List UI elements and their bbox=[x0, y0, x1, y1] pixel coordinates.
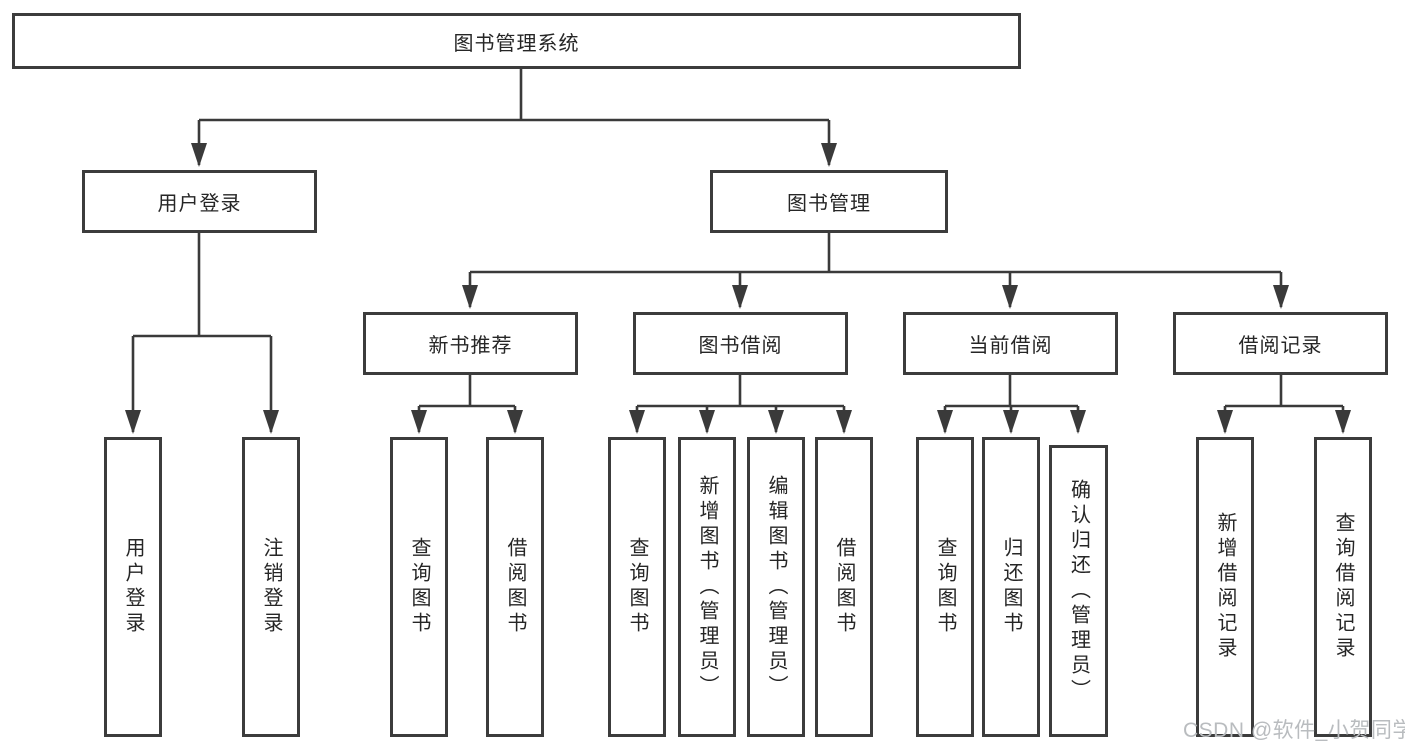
leaf-logout: 注销登录 bbox=[242, 437, 300, 737]
node-library-management-system: 图书管理系统 bbox=[12, 13, 1021, 69]
leaf-add-borrow-record: 新增借阅记录 bbox=[1196, 437, 1254, 737]
leaf-query-borrow-record: 查询借阅记录 bbox=[1314, 437, 1372, 737]
csdn-watermark: CSDN @软件_小贺同学 bbox=[1183, 719, 1405, 742]
leaf-confirm-return-admin: 确认归还（管理员） bbox=[1049, 445, 1108, 737]
node-new-book-recommend: 新书推荐 bbox=[363, 312, 578, 375]
leaf-add-books-admin: 新增图书（管理员） bbox=[678, 437, 736, 737]
leaf-query-books-2: 查询图书 bbox=[608, 437, 666, 737]
node-book-management: 图书管理 bbox=[710, 170, 948, 233]
node-user-login: 用户登录 bbox=[82, 170, 317, 233]
leaf-borrow-books-2: 借阅图书 bbox=[815, 437, 873, 737]
node-current-borrow: 当前借阅 bbox=[903, 312, 1118, 375]
leaf-return-books: 归还图书 bbox=[982, 437, 1040, 737]
leaf-edit-books-admin: 编辑图书（管理员） bbox=[747, 437, 805, 737]
leaf-query-books-3: 查询图书 bbox=[916, 437, 974, 737]
node-book-borrow: 图书借阅 bbox=[633, 312, 848, 375]
leaf-borrow-books-1: 借阅图书 bbox=[486, 437, 544, 737]
node-borrow-records: 借阅记录 bbox=[1173, 312, 1388, 375]
leaf-query-books-1: 查询图书 bbox=[390, 437, 448, 737]
leaf-user-login: 用户登录 bbox=[104, 437, 162, 737]
